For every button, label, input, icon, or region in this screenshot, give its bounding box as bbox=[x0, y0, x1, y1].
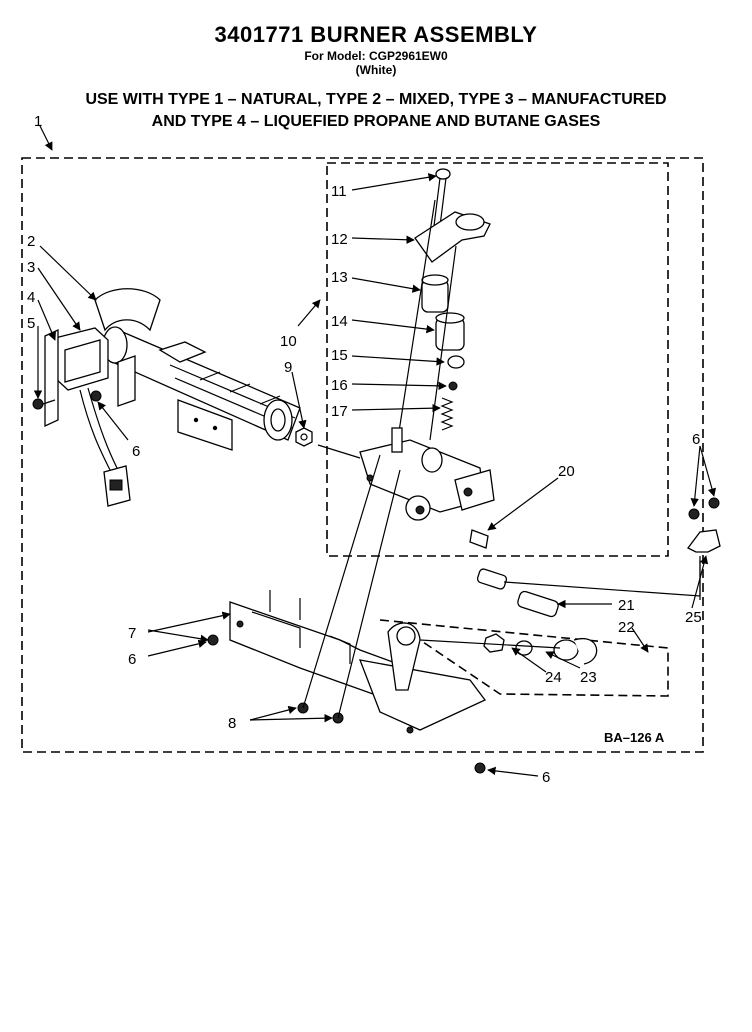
callout-21: 21 bbox=[618, 597, 635, 614]
model-line: For Model: CGP2961EW0 bbox=[304, 49, 448, 63]
callout-25: 25 bbox=[685, 609, 702, 626]
callout-15: 15 bbox=[331, 347, 348, 364]
callout-12: 12 bbox=[331, 231, 348, 248]
figure-reference: BA–126 A bbox=[604, 730, 665, 745]
screws-item-8 bbox=[297, 454, 401, 724]
pipe-nipples bbox=[476, 560, 701, 618]
callout-4: 4 bbox=[27, 289, 35, 306]
callout-16: 16 bbox=[331, 377, 348, 394]
leader-lines bbox=[33, 125, 717, 777]
callout-10: 10 bbox=[280, 333, 297, 350]
callout-11: 11 bbox=[331, 183, 347, 200]
callout-7: 7 bbox=[128, 625, 136, 642]
assembly-boundary bbox=[21, 157, 704, 753]
burner-tube bbox=[94, 288, 301, 441]
callout-1: 1 bbox=[34, 113, 42, 130]
callout-6-clip: 6 bbox=[692, 431, 700, 448]
callout-20: 20 bbox=[558, 463, 575, 480]
valve-box-boundary bbox=[326, 162, 669, 557]
callout-8: 8 bbox=[228, 715, 236, 732]
burner-plate bbox=[177, 399, 233, 451]
diagram-title: 3401771 BURNER ASSEMBLY bbox=[214, 22, 538, 47]
screw-item-6-ignitor bbox=[90, 390, 102, 402]
callout-2: 2 bbox=[27, 233, 35, 250]
callout-3: 3 bbox=[27, 259, 35, 276]
gas-valve-body bbox=[359, 427, 495, 521]
callout-6-ignitor: 6 bbox=[132, 443, 140, 460]
callout-22: 22 bbox=[618, 619, 635, 636]
callout-24: 24 bbox=[545, 669, 562, 686]
ignitor-assembly bbox=[44, 327, 136, 507]
usage-line-1: USE WITH TYPE 1 – NATURAL, TYPE 2 – MIXE… bbox=[85, 91, 667, 108]
mounting-bracket bbox=[229, 590, 487, 734]
screw-item-5 bbox=[32, 398, 56, 410]
screws-item-6 bbox=[207, 497, 720, 774]
fittings-item-23-24 bbox=[483, 633, 598, 665]
usage-line-2: AND TYPE 4 – LIQUEFIED PROPANE AND BUTAN… bbox=[151, 113, 601, 130]
callout-17: 17 bbox=[331, 403, 348, 420]
valve-stack bbox=[397, 168, 491, 441]
nut-item-9 bbox=[295, 427, 313, 447]
burner-outlet bbox=[263, 399, 293, 441]
callout-23: 23 bbox=[580, 669, 597, 686]
callout-9: 9 bbox=[284, 359, 292, 376]
valve-fitting-item-20 bbox=[469, 529, 489, 549]
callout-6-bracket: 6 bbox=[128, 651, 136, 668]
callout-labels: 1 2 3 4 5 6 7 6 8 9 10 11 12 13 14 15 16… bbox=[27, 113, 702, 786]
callout-6-bottom: 6 bbox=[542, 769, 550, 786]
item-22-boundary bbox=[379, 619, 669, 697]
callout-13: 13 bbox=[331, 269, 348, 286]
callout-5: 5 bbox=[27, 315, 35, 332]
callout-14: 14 bbox=[331, 313, 348, 330]
color-line: (White) bbox=[355, 63, 397, 77]
